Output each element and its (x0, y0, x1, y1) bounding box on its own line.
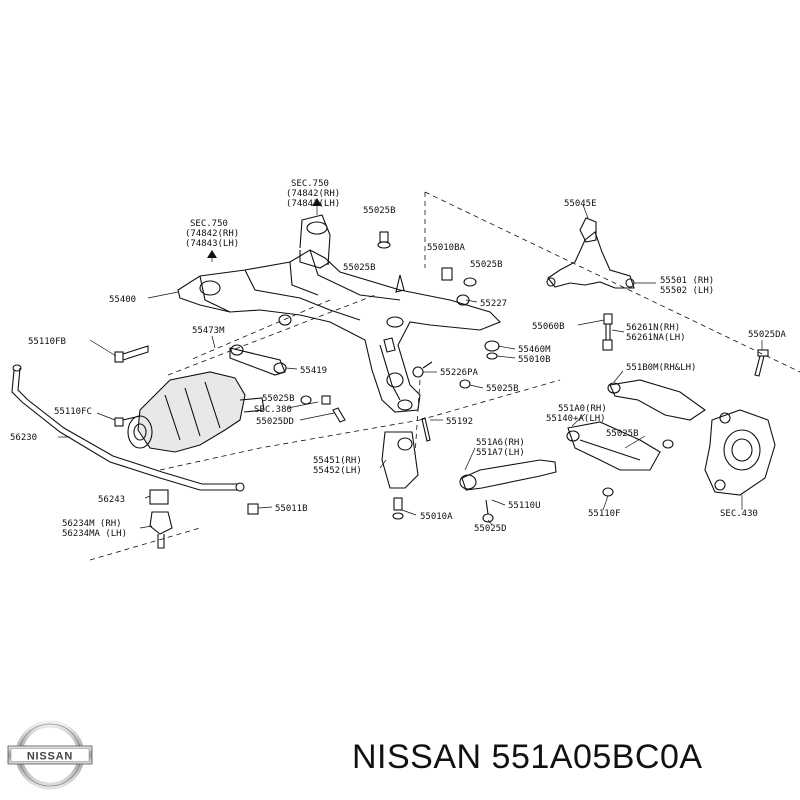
label-55460m: 55460M (518, 345, 551, 355)
label-551b0m: 551B0M(RH&LH) (626, 363, 696, 373)
label-55110f: 55110F (588, 509, 621, 519)
label-55045e: 55045E (564, 199, 597, 209)
label-55226pa: 55226PA (440, 368, 479, 378)
lower-arm-551a0 (566, 421, 661, 497)
dashed-guide-lines (89, 191, 800, 561)
label-55025b-4: 55025B (486, 384, 519, 394)
label-74842-a: (74842(RH) (286, 189, 340, 199)
label-551a7: 551A7(LH) (476, 448, 525, 458)
label-55502: 55502 (LH) (660, 286, 714, 296)
label-55010ba: 55010BA (427, 243, 466, 253)
label-56261n: 56261N(RH) (626, 323, 680, 333)
nissan-logo: NISSAN (7, 720, 93, 790)
label-74843-b: (74843(LH) (185, 239, 239, 249)
label-55025dd: 55025DD (256, 417, 294, 427)
lateral-link-551a6 (459, 459, 557, 523)
rear-subframe (177, 214, 501, 413)
label-56230: 56230 (10, 433, 37, 443)
label-56234m: 56234M (RH) (62, 519, 122, 529)
label-55025da: 55025DA (748, 330, 787, 340)
part-number-caption: NISSAN 551A05BC0A (352, 738, 703, 776)
knuckle-assembly (704, 409, 776, 496)
label-55452: 55452(LH) (313, 466, 362, 476)
arm-551b0m (607, 379, 706, 449)
label-56261na: 56261NA(LH) (626, 333, 686, 343)
label-55110u: 55110U (508, 501, 541, 511)
stabilizer-bar (11, 364, 245, 492)
label-55025b-2: 55025B (343, 263, 376, 273)
label-55025b-6: 55025B (606, 429, 639, 439)
label-55192: 55192 (446, 417, 473, 427)
label-74842-b: (74842(RH) (185, 229, 239, 239)
label-55419: 55419 (300, 366, 327, 376)
label-55501: 55501 (RH) (660, 276, 714, 286)
label-55025d: 55025D (474, 524, 507, 534)
label-sec750-a: SEC.750 (291, 179, 329, 189)
part-labels: SEC.750 (74842(RH) (74843(LH) SEC.750 (7… (10, 179, 787, 539)
label-551a0a: 55140+A(LH) (546, 414, 606, 424)
label-55060b: 55060B (532, 322, 565, 332)
sec750-arrows (207, 198, 322, 262)
exploded-parts-diagram: SEC.750 (74842(RH) (74843(LH) SEC.750 (7… (10, 179, 800, 561)
label-56243: 56243 (98, 495, 125, 505)
bolt-55025da (754, 349, 769, 377)
upper-control-arm (546, 217, 635, 289)
stabilizer-bushing (149, 489, 173, 549)
bolt-55110fb (114, 345, 149, 363)
label-55473m: 55473M (192, 326, 225, 336)
differential-assembly (127, 371, 265, 453)
label-55010a: 55010A (420, 512, 453, 522)
bolt-55110fc (114, 415, 141, 427)
label-55025b-1: 55025B (363, 206, 396, 216)
label-55011b: 55011B (275, 504, 308, 514)
label-55227: 55227 (480, 299, 507, 309)
label-55025b-3: 55025B (470, 260, 503, 270)
label-55451: 55451(RH) (313, 456, 362, 466)
label-sec430: SEC.430 (720, 509, 758, 519)
label-sec750-b: SEC.750 (190, 219, 228, 229)
label-55025b-5: 55025B (262, 394, 295, 404)
label-551a6: 551A6(RH) (476, 438, 525, 448)
label-74843-a: (74843(LH) (286, 199, 340, 209)
arm-55473m (229, 344, 287, 376)
label-551a0: 551A0(RH) (558, 404, 607, 414)
label-55400: 55400 (109, 295, 136, 305)
label-55110fb: 55110FB (28, 337, 66, 347)
label-sec380: SEC.380 (254, 405, 292, 415)
label-55110fc: 55110FC (54, 407, 92, 417)
label-55010b-1: 55010B (518, 355, 551, 365)
bracket-55451 (247, 431, 419, 520)
stabilizer-link (602, 313, 613, 351)
label-56234ma: 56234MA (LH) (62, 529, 127, 539)
leader-lines (58, 204, 763, 529)
logo-wordmark: NISSAN (27, 751, 73, 763)
top-fasteners (377, 231, 477, 306)
middle-fasteners (300, 337, 500, 442)
